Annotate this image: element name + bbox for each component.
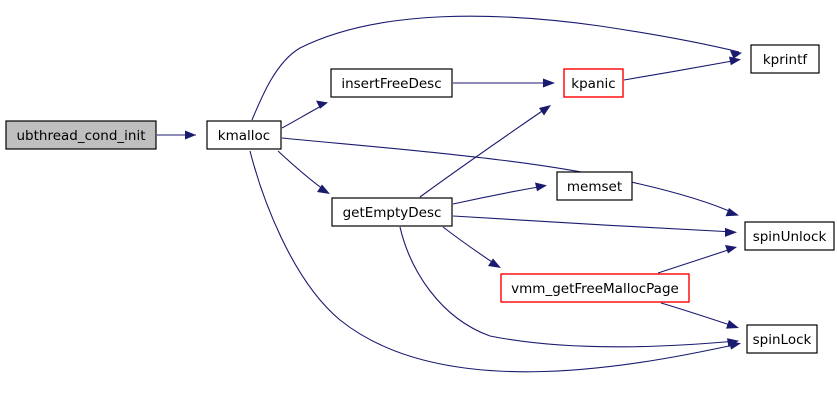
node-box[interactable] [750, 44, 820, 74]
node-kmalloc[interactable]: kmalloc [206, 120, 282, 150]
edge-kmalloc-to-getEmptyDesc [277, 150, 330, 194]
edge-line [452, 215, 735, 233]
edge-getEmptyDesc-to-spinLock [399, 226, 739, 348]
node-box[interactable] [556, 171, 633, 201]
arrowhead-icon [726, 320, 739, 329]
node-label: kprintf [763, 52, 809, 68]
node-ubthread_cond_init[interactable]: ubthread_cond_init [5, 120, 157, 150]
arrowhead-icon [725, 245, 737, 254]
edge-kpanic-to-kprintf [623, 56, 741, 81]
node-label: memset [567, 179, 622, 195]
node-kprintf[interactable]: kprintf [750, 44, 820, 74]
edge-vmm_getFreeMallocPage-to-spinLock [660, 302, 739, 329]
node-box[interactable] [746, 324, 818, 354]
node-box[interactable] [331, 197, 453, 227]
arrowhead-icon [316, 100, 328, 109]
node-kpanic[interactable]: kpanic [563, 68, 624, 98]
node-label: ubthread_cond_init [16, 128, 145, 144]
node-memset[interactable]: memset [556, 171, 633, 201]
edge-line [277, 150, 328, 193]
node-vmm_getFreeMallocPage[interactable]: vmm_getFreeMallocPage [500, 273, 690, 303]
edge-getEmptyDesc-to-vmm_getFreeMallocPage [442, 226, 501, 268]
node-insertFreeDesc[interactable]: insertFreeDesc [330, 68, 453, 98]
node-spinUnlock[interactable]: spinUnlock [744, 221, 835, 251]
node-label: insertFreeDesc [341, 76, 441, 92]
arrowhead-icon [539, 105, 551, 116]
edge-line [623, 59, 739, 81]
node-label: getEmptyDesc [343, 205, 442, 221]
edge-line [657, 247, 735, 274]
node-box[interactable] [5, 120, 157, 150]
node-box[interactable] [330, 68, 453, 98]
edge-line [281, 137, 737, 215]
node-box[interactable] [563, 68, 624, 98]
edge-line [660, 302, 737, 328]
edge-kmalloc-to-kprintf [251, 15, 742, 121]
arrowhead-icon [317, 184, 330, 194]
node-label: kmalloc [218, 128, 270, 144]
edge-line [249, 150, 739, 373]
edge-line [251, 15, 740, 121]
arrowhead-icon [729, 56, 741, 66]
edge-insertFreeDesc-to-kpanic [453, 78, 555, 88]
edge-line [442, 226, 499, 267]
arrowhead-icon [543, 78, 555, 88]
arrowhead-icon [730, 50, 742, 59]
edge-getEmptyDesc-to-kpanic [419, 105, 551, 198]
edge-kmalloc-to-spinLock [249, 150, 741, 373]
node-label: spinLock [753, 332, 812, 348]
arrowhead-icon [488, 258, 501, 268]
node-label: kpanic [571, 76, 615, 92]
edges-layer [157, 15, 742, 373]
node-label: vmm_getFreeMallocPage [511, 281, 679, 297]
edge-ubthread_cond_init-to-kmalloc [157, 130, 196, 140]
edge-line [399, 226, 737, 348]
arrowhead-icon [725, 208, 739, 217]
arrowhead-icon [725, 227, 737, 237]
node-box[interactable] [206, 120, 282, 150]
arrowhead-icon [727, 338, 739, 348]
edge-line [452, 185, 545, 205]
edge-kmalloc-to-insertFreeDesc [281, 100, 328, 129]
edge-vmm_getFreeMallocPage-to-spinUnlock [657, 245, 737, 274]
edge-getEmptyDesc-to-spinUnlock [452, 215, 737, 237]
edge-kmalloc-to-spinUnlock [281, 137, 739, 217]
node-getEmptyDesc[interactable]: getEmptyDesc [331, 197, 453, 227]
arrowhead-icon [535, 182, 547, 192]
node-spinLock[interactable]: spinLock [746, 324, 818, 354]
edge-line [419, 106, 549, 198]
node-box[interactable] [744, 221, 835, 251]
node-box[interactable] [500, 273, 690, 303]
edge-getEmptyDesc-to-memset [452, 182, 547, 205]
node-label: spinUnlock [753, 229, 827, 245]
arrowhead-icon [185, 130, 196, 140]
edge-line [281, 103, 326, 129]
nodes-layer: ubthread_cond_init kmalloc insertFreeDesc k… [5, 44, 835, 354]
